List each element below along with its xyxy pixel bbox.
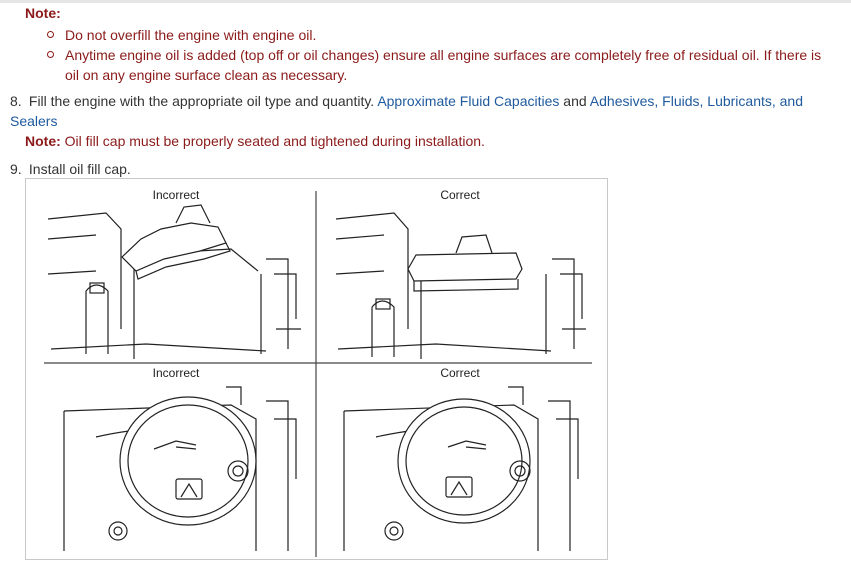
fluid-capacities-link[interactable]: Approximate Fluid Capacities <box>377 93 560 109</box>
step-text: Install oil fill cap. <box>28 161 131 177</box>
note-bullet-text: Do not overfill the engine with engine o… <box>65 27 317 43</box>
note-bullet-text: Anytime engine oil is added (top off or … <box>65 47 822 83</box>
cap-top-view-incorrect <box>63 386 297 551</box>
adhesives-fluids-link[interactable]: Adhesives, Fluids, Lubricants, and Seale… <box>10 93 804 129</box>
caption-bottom-right: Correct <box>440 366 480 380</box>
caption-top-left: Incorrect <box>153 188 200 202</box>
bullet-circle-icon <box>47 51 54 58</box>
note-bullet: Anytime engine oil is added (top off or … <box>47 45 837 85</box>
step-8-note: Note: Oil fill cap must be properly seat… <box>10 131 830 151</box>
note-label: Note: <box>25 5 61 21</box>
engine-side-view-incorrect <box>47 204 301 359</box>
note-bullet: Do not overfill the engine with engine o… <box>47 25 837 45</box>
top-divider <box>0 0 851 3</box>
step-number: 9. <box>10 161 22 177</box>
caption-bottom-left: Incorrect <box>153 366 200 380</box>
caption-top-right: Correct <box>440 188 480 202</box>
bullet-circle-icon <box>47 31 54 38</box>
step-8: 8. Fill the engine with the appropriate … <box>10 91 830 151</box>
step-text: Fill the engine with the appropriate oil… <box>28 93 375 109</box>
note-label: Note: <box>25 133 61 149</box>
engine-side-view-correct <box>335 212 586 359</box>
oil-cap-diagram: Incorrect Correct Incorrect Correct <box>44 188 592 557</box>
oil-cap-illustration: Incorrect Correct Incorrect Correct <box>25 178 608 560</box>
note-text: Oil fill cap must be properly seated and… <box>64 133 485 149</box>
step-number: 8. <box>10 93 22 109</box>
step-connector: and <box>563 93 587 109</box>
step-9: 9. Install oil fill cap. <box>10 159 131 179</box>
note-bullet-list: Do not overfill the engine with engine o… <box>47 25 837 85</box>
cap-top-view-correct <box>343 386 579 551</box>
